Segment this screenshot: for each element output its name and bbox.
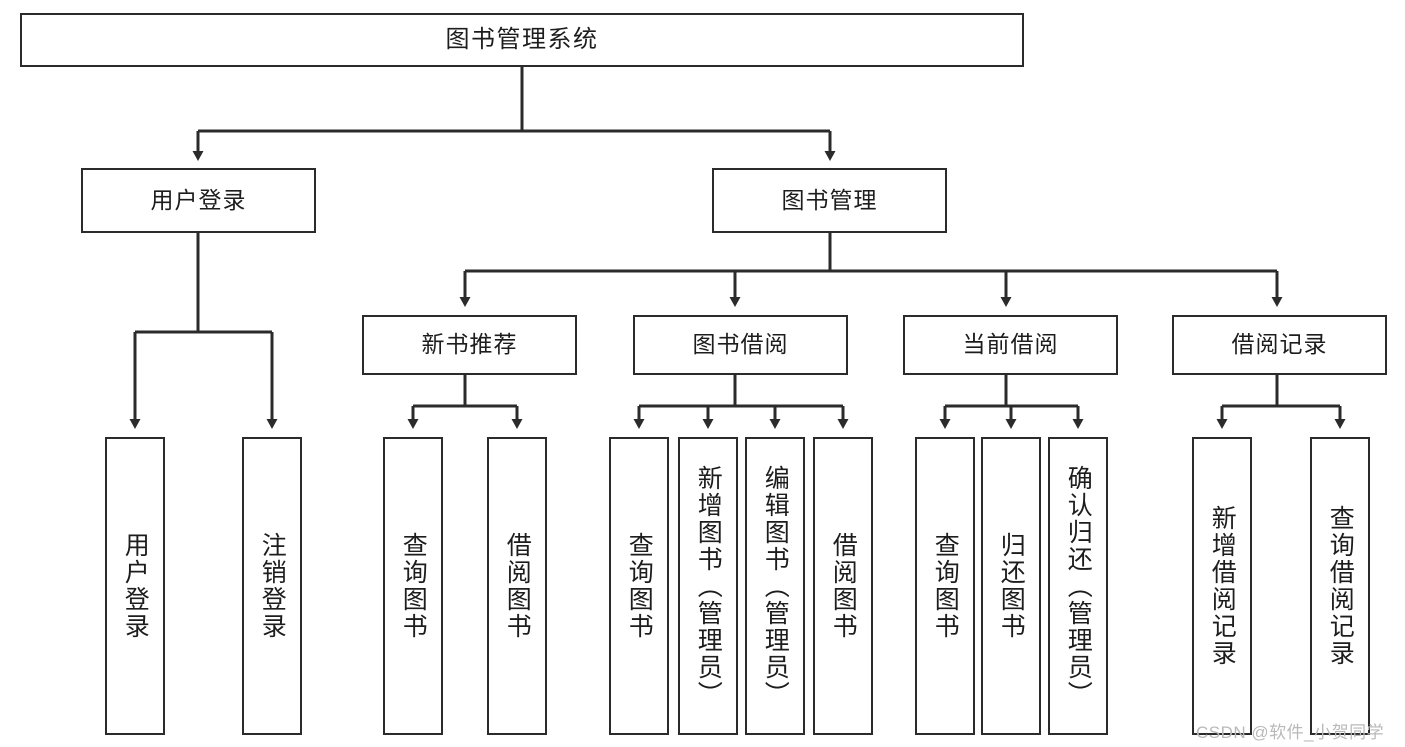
node-label: 查询图书 xyxy=(931,532,960,640)
node-leaf-cb-query-book[interactable]: 查询图书 xyxy=(915,437,975,735)
node-borrow-record[interactable]: 借阅记录 xyxy=(1172,315,1387,375)
node-label: 编辑图书（管理员） xyxy=(761,464,790,708)
node-leaf-logout[interactable]: 注销登录 xyxy=(242,437,302,735)
node-label: 注销登录 xyxy=(258,532,287,640)
node-leaf-bb-query-book[interactable]: 查询图书 xyxy=(609,437,669,735)
node-leaf-cb-return-book[interactable]: 归还图书 xyxy=(981,437,1041,735)
node-label: 借阅记录 xyxy=(1231,331,1328,358)
node-label: 新增图书（管理员） xyxy=(694,464,723,708)
node-book-borrow[interactable]: 图书借阅 xyxy=(633,315,848,375)
node-label: 查询图书 xyxy=(399,532,428,640)
node-leaf-bb-borrow-book[interactable]: 借阅图书 xyxy=(813,437,873,735)
node-new-book-recommend[interactable]: 新书推荐 xyxy=(362,315,577,375)
node-leaf-bb-add-book[interactable]: 新增图书（管理员） xyxy=(678,437,738,735)
node-label: 归还图书 xyxy=(997,532,1026,640)
node-leaf-br-add-record[interactable]: 新增借阅记录 xyxy=(1192,437,1252,735)
node-leaf-user-login[interactable]: 用户登录 xyxy=(105,437,165,735)
node-root-system[interactable]: 图书管理系统 xyxy=(20,13,1024,67)
node-book-management[interactable]: 图书管理 xyxy=(712,168,947,233)
node-leaf-nb-borrow-book[interactable]: 借阅图书 xyxy=(487,437,547,735)
node-label: 查询借阅记录 xyxy=(1326,505,1355,667)
node-label: 用户登录 xyxy=(150,186,247,213)
node-label: 查询图书 xyxy=(625,532,654,640)
node-user-login[interactable]: 用户登录 xyxy=(81,168,316,233)
node-label: 图书借阅 xyxy=(692,331,789,358)
node-label: 新增借阅记录 xyxy=(1208,505,1237,667)
node-label: 借阅图书 xyxy=(829,532,858,640)
node-label: 确认归还（管理员） xyxy=(1064,464,1093,708)
node-leaf-cb-confirm-return[interactable]: 确认归还（管理员） xyxy=(1048,437,1108,735)
node-label: 用户登录 xyxy=(121,532,150,640)
node-label: 当前借阅 xyxy=(962,331,1059,358)
node-label: 借阅图书 xyxy=(503,532,532,640)
node-label: 图书管理 xyxy=(781,186,878,213)
node-label: 图书管理系统 xyxy=(445,25,599,53)
node-leaf-nb-query-book[interactable]: 查询图书 xyxy=(383,437,443,735)
node-leaf-br-query-record[interactable]: 查询借阅记录 xyxy=(1310,437,1370,735)
node-current-borrow[interactable]: 当前借阅 xyxy=(903,315,1118,375)
node-leaf-bb-edit-book[interactable]: 编辑图书（管理员） xyxy=(745,437,805,735)
node-label: 新书推荐 xyxy=(421,331,518,358)
